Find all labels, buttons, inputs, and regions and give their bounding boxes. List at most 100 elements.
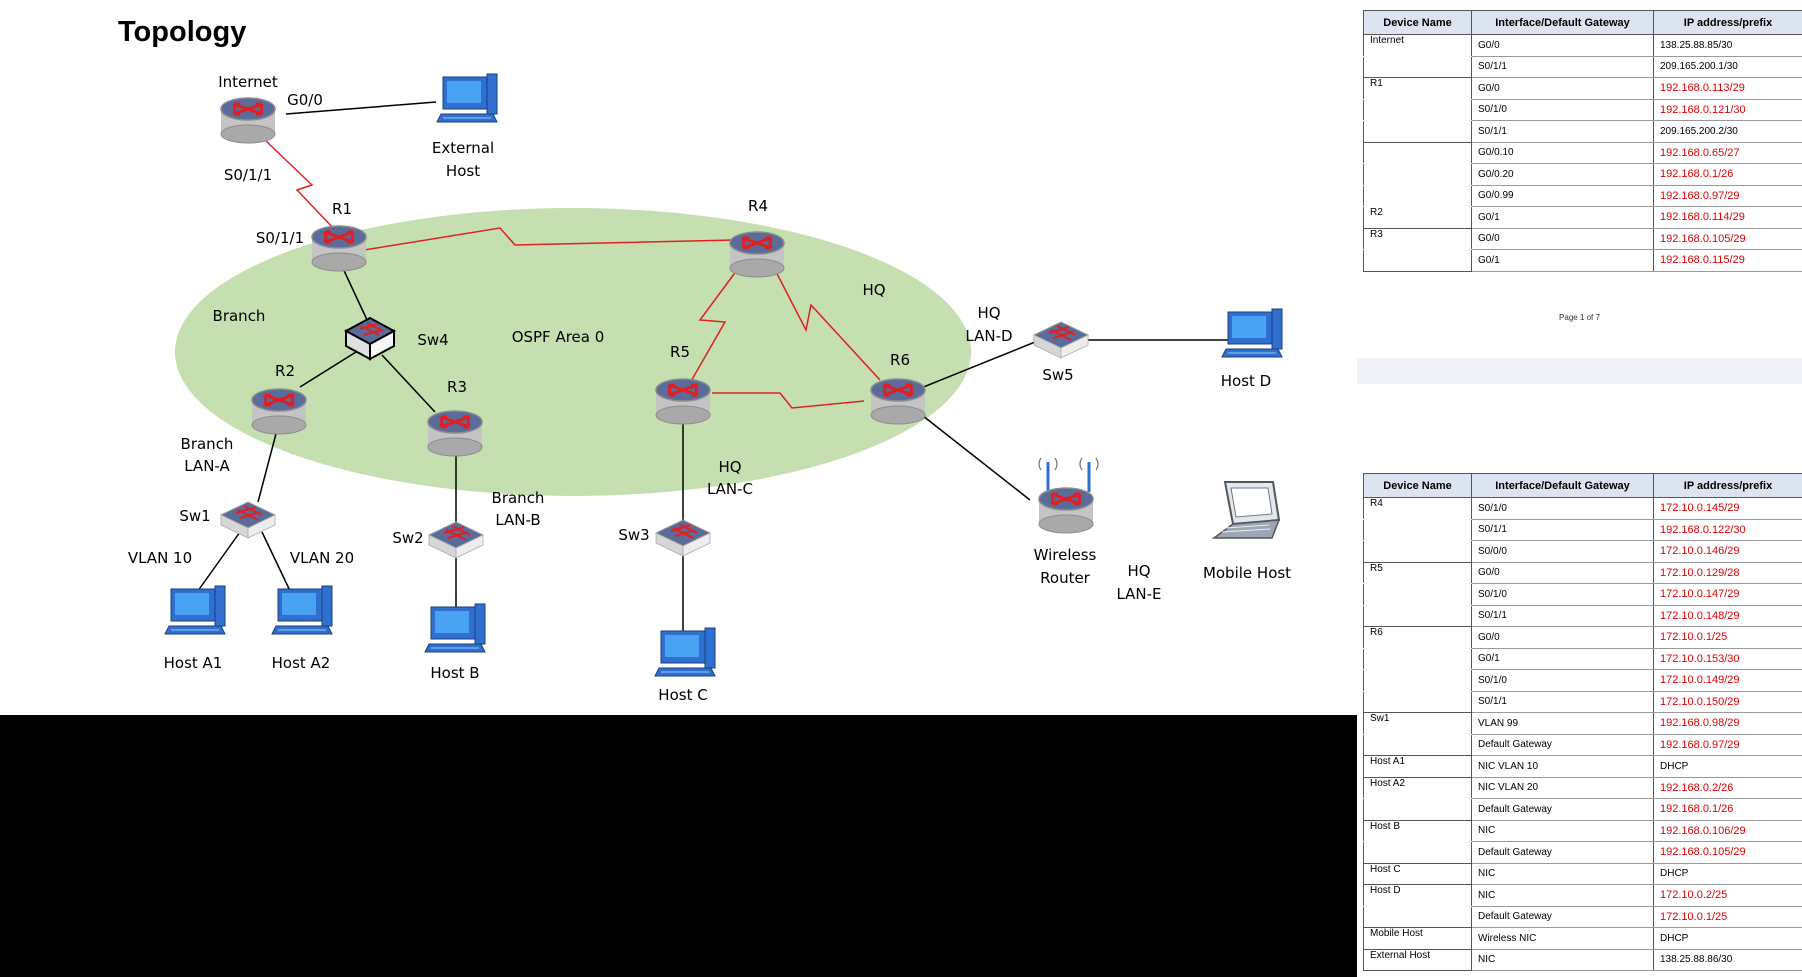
ip-cell: 209.165.200.2/30 [1653,120,1802,143]
ip-cell: 209.165.200.1/30 [1653,56,1802,78]
link-r1-sw4 [339,261,369,323]
topology-diagram-area: Topology [0,0,1357,715]
host-b-pc-icon[interactable] [424,603,486,653]
link-internet-external-host [285,101,437,115]
table1-header-device: Device Name [1363,10,1472,35]
device-cell: R5 [1363,562,1472,584]
interface-cell: NIC VLAN 10 [1471,755,1654,778]
label-sw3: Sw3 [618,526,649,544]
device-cell [1363,99,1472,121]
label-host-a1: Host A1 [164,654,223,672]
r2-router-icon[interactable] [250,387,308,436]
device-cell [1363,249,1472,272]
interface-cell: S0/1/0 [1471,497,1654,520]
label-hq-lan-e-line1: HQ [1127,562,1150,580]
ip-cell: 192.168.0.97/29 [1653,734,1802,756]
interface-cell: S0/1/1 [1471,56,1654,78]
ip-cell: 138.25.88.86/30 [1653,949,1802,971]
label-r4: R4 [748,197,768,215]
addressing-table-1: Device Name Interface/Default Gateway IP… [1363,10,1802,272]
r3-router-icon[interactable] [426,409,484,458]
link-sw1-host-a2 [261,531,293,596]
topology-diagram: Internet G0/0 S0/1/1 External Host R1 S0… [128,73,1291,704]
interface-cell: NIC [1471,820,1654,842]
ip-cell: 172.10.0.1/25 [1653,626,1802,649]
ospf-area-0 [175,208,971,496]
r1-router-icon[interactable] [310,224,368,273]
ip-cell: 192.168.0.65/27 [1653,142,1802,164]
link-internet-r1-serial [264,139,336,231]
sw2-switch-icon[interactable] [428,521,484,559]
ip-cell: 192.168.0.121/30 [1653,99,1802,121]
sw5-switch-icon[interactable] [1033,321,1089,359]
ip-cell: 172.10.0.146/29 [1653,540,1802,563]
device-cell [1363,185,1472,207]
link-sw4-r3 [381,354,436,413]
host-c-pc-icon[interactable] [654,627,716,677]
device-cell [1363,142,1472,164]
label-branch-lan-a-line2: LAN-A [184,457,230,475]
wireless-router-icon[interactable] [1037,457,1099,535]
interface-cell: G0/0.99 [1471,185,1654,207]
device-cell: R6 [1363,626,1472,649]
r6-router-icon[interactable] [869,377,927,426]
r5-router-icon[interactable] [654,377,712,426]
interface-cell: Default Gateway [1471,906,1654,928]
link-sw4-r2 [299,351,357,388]
interface-cell: S0/1/0 [1471,583,1654,606]
interface-cell: G0/0 [1471,228,1654,250]
page-footer: Page 1 of 7 [1559,313,1600,322]
host-d-pc-icon[interactable] [1221,308,1283,358]
device-cell: R4 [1363,497,1472,520]
interface-cell: Default Gateway [1471,798,1654,821]
device-cell [1363,734,1472,756]
device-cell [1363,648,1472,670]
link-r6-sw5 [920,341,1036,389]
label-wireless-router-line2: Router [1040,569,1091,587]
host-a1-pc-icon[interactable] [164,585,226,635]
r4-router-icon[interactable] [728,230,786,279]
ip-cell: 192.168.0.105/29 [1653,228,1802,250]
link-sw1-host-a1 [194,531,241,596]
label-internet-g00: G0/0 [287,91,323,109]
host-a2-pc-icon[interactable] [271,585,333,635]
label-sw2: Sw2 [392,529,423,547]
ip-cell: 192.168.0.105/29 [1653,841,1802,864]
interface-cell: NIC [1471,884,1654,907]
table1-header-interface: Interface/Default Gateway [1471,10,1654,35]
sw3-switch-icon[interactable] [655,519,711,557]
interface-cell: Default Gateway [1471,734,1654,756]
device-cell: Sw1 [1363,712,1472,735]
device-cell [1363,56,1472,78]
interface-cell: G0/0 [1471,34,1654,57]
label-r1-s011: S0/1/1 [256,229,304,247]
device-cell [1363,120,1472,143]
ip-cell: 172.10.0.129/28 [1653,562,1802,584]
page-separator [1357,358,1802,384]
device-cell: Mobile Host [1363,927,1472,950]
sw1-switch-icon[interactable] [220,501,276,539]
addressing-table-panel: Device Name Interface/Default Gateway IP… [1357,0,1802,977]
mobile-host-laptop-icon[interactable] [1211,481,1281,539]
external-host-pc-icon[interactable] [436,73,498,123]
ip-cell: 172.10.0.147/29 [1653,583,1802,606]
ip-cell: 192.168.0.1/26 [1653,798,1802,821]
table2-header-ip: IP address/prefix [1653,473,1802,498]
internet-router-icon[interactable] [219,96,277,145]
label-r2: R2 [275,362,295,380]
interface-cell: S0/1/0 [1471,99,1654,121]
label-r5: R5 [670,343,690,361]
link-r4-r5-serial [689,265,741,384]
label-internet: Internet [218,73,278,91]
